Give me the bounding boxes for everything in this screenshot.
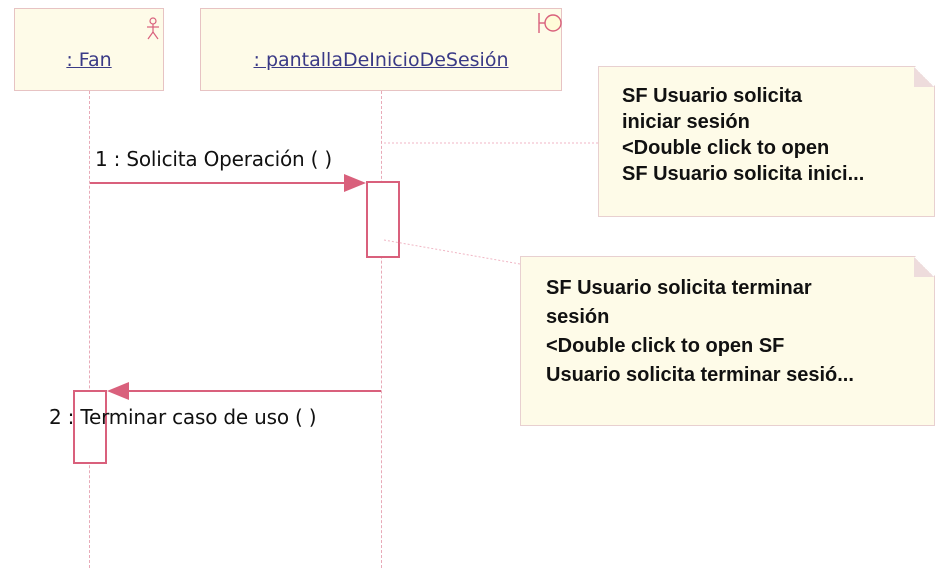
lifeline-fan-line [89, 91, 90, 568]
message-1-label[interactable]: 1 : Solicita Operación ( ) [95, 147, 333, 171]
note-2-text: SF Usuario solicita terminar sesión <Dou… [546, 274, 854, 390]
lifeline-pantalla-label: : pantallaDeInicioDeSesión [253, 49, 509, 71]
note-1-text: SF Usuario solicita iniciar sesión <Doub… [622, 83, 864, 187]
actor-icon [147, 17, 159, 40]
note-terminar-sesion[interactable] [520, 256, 935, 426]
note-1-line-2: iniciar sesión [622, 111, 750, 133]
activation-fan[interactable] [73, 390, 107, 464]
boundary-icon [538, 13, 562, 33]
note-2-line-2: sesión [546, 306, 610, 328]
lifeline-pantalla-line [381, 91, 382, 568]
lifeline-pantalla[interactable]: : pantallaDeInicioDeSesión [200, 8, 562, 91]
lifeline-fan[interactable]: : Fan [14, 8, 164, 91]
note-2-line-1: SF Usuario solicita terminar [546, 277, 812, 299]
note-iniciar-sesion[interactable] [598, 66, 935, 217]
message-1-arrowhead [344, 174, 366, 192]
lifeline-fan-label: : Fan [66, 49, 112, 71]
note-fold-corner [914, 67, 934, 87]
note-1-line-3: <Double click to open [622, 137, 830, 159]
note-1-line-4: SF Usuario solicita inici... [622, 163, 865, 185]
note-fold-corner [914, 257, 934, 277]
note-2-anchor [383, 239, 521, 265]
note-2-line-4: Usuario solicita terminar sesió... [546, 364, 854, 386]
activation-pantalla[interactable] [366, 181, 400, 258]
message-2-arrowhead [107, 382, 129, 400]
note-1-line-1: SF Usuario solicita [622, 85, 803, 107]
note-2-line-3: <Double click to open SF [546, 335, 785, 357]
message-2-label[interactable]: 2 : Terminar caso de uso ( ) [49, 405, 317, 429]
